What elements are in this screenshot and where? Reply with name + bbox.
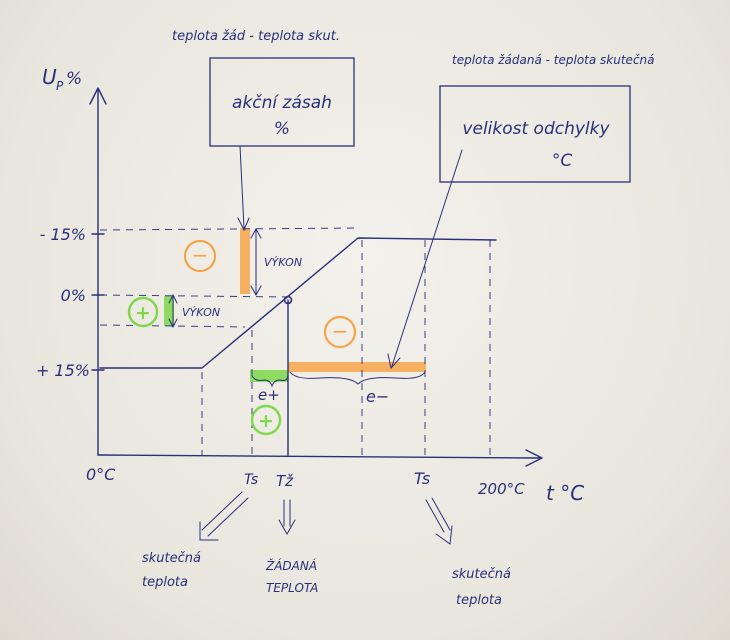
x-end-label: 200°C [478,480,525,498]
x-axis-arrow [525,449,543,467]
bottom-right-line1: skutečná [452,567,511,582]
plus-circle-left [127,296,159,328]
y-label-unit: % [66,69,82,89]
y-label: U [42,65,57,89]
y-tick-mid-label: 0% [61,286,86,305]
box-right-line1: velikost odchylky [462,119,610,139]
guide-lower [99,324,246,328]
arrow-mid-down [278,499,296,536]
plus-circle-bottom [250,404,282,436]
minus-circle-right [323,315,357,349]
top-note-right: teplota žádaná - teplota skutečná [452,53,655,67]
origin-label: 0°C [86,465,116,484]
box-left-line2: % [274,119,290,139]
operating-point [283,295,293,305]
box-right [439,85,631,183]
vykon-top-arrow [250,227,262,297]
box-left-pointer [239,145,245,229]
x-tick-ts-right: Ts [414,469,430,488]
bottom-mid-line1: ŽÁDANÁ [265,558,317,573]
vykon-bottom-label: VÝKON [182,306,220,319]
minus-sign-right: − [332,319,349,343]
e-plus-label: e+ [258,386,280,404]
vykon-top-label: VÝKON [264,256,302,269]
box-left-line1: akční zásah [232,93,332,113]
y-tick-bottom-label: + 15% [36,361,90,380]
y-axis-arrow [89,87,107,105]
bottom-left-line1: skutečná [142,551,201,566]
top-note-left: teplota žád - teplota skut. [172,29,340,44]
characteristic-curve [99,237,497,369]
bottom-right-line2: teplota [456,593,502,608]
orange-bar-vertical [240,228,250,294]
e-plus-brace [251,375,289,388]
arrow-left-down [199,491,249,541]
plus-sign-left: + [135,302,151,324]
arrow-right-down [425,497,453,545]
e-minus-label: e− [366,387,389,406]
x-label: t °C [546,481,584,505]
y-label-sub: P [56,79,64,93]
box-right-pointer [391,149,463,367]
x-tick-tz: Tž [276,472,294,490]
vykon-bottom-arrow [168,293,178,329]
e-minus-brace [289,371,426,385]
box-right-line2: °C [552,151,573,171]
box-left [209,57,355,147]
minus-sign-left: − [192,243,209,267]
orange-bar-horizontal [288,362,426,372]
bottom-mid-line2: TEPLOTA [266,581,318,595]
green-bar-horizontal [250,370,288,382]
y-tick-top-label: - 15% [40,225,86,244]
guide-top [99,227,361,231]
plus-sign-bottom: + [258,410,274,432]
x-tick-ts-left: Ts [244,472,258,488]
box-left-pointer-head [237,217,250,232]
box-right-pointer-head [387,353,401,370]
minus-circle-left [183,239,217,273]
bottom-left-line2: teplota [142,575,188,590]
guide-mid [99,294,289,298]
x-axis [97,454,541,459]
green-bar-vertical [164,296,174,326]
